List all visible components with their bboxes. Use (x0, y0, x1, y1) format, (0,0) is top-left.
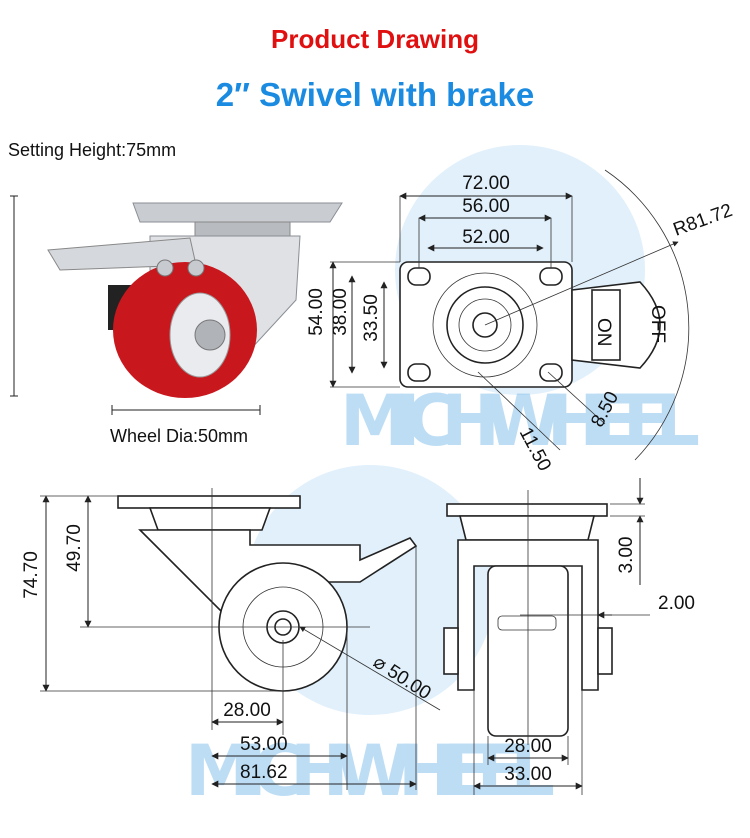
brake-off-label: OFF (647, 305, 668, 343)
dim-hole-spacing-outer: 56.00 (462, 196, 510, 217)
product-subtitle: 2″ Swivel with brake (215, 76, 535, 113)
dim-total-height: 74.70 (21, 551, 42, 599)
dim-wheel-width: 28.00 (504, 736, 552, 757)
dim-hole-spacing-inner: 52.00 (462, 227, 510, 248)
dim-length-b: 81.62 (240, 762, 288, 783)
dim-plate-thickness: 3.00 (616, 537, 637, 574)
front-view: 3.00 2.00 28.00 33.00 (443, 478, 695, 795)
dim-gap: 2.00 (658, 593, 695, 614)
dim-hole-spacing-y-inner: 33.50 (361, 294, 382, 342)
watermark-top: MICHWHEEL (340, 380, 700, 462)
setting-height-label: Setting Height:75mm (8, 140, 177, 160)
dim-plate-length: 54.00 (306, 288, 327, 336)
dim-hole-spacing-y-outer: 38.00 (330, 288, 351, 336)
dim-length-a: 53.00 (240, 734, 288, 755)
dim-plate-width: 72.00 (462, 173, 510, 194)
caster-photo (10, 195, 343, 415)
page-title: Product Drawing (270, 24, 479, 54)
dim-axle-height: 49.70 (64, 524, 85, 572)
watermark-logos: MICHWHEEL MICHWHEEL (185, 145, 700, 812)
watermark-bottom: MICHWHEEL (185, 730, 555, 812)
top-view: ON OFF 72.00 56.00 52.00 R81.72 54.00 38… (306, 169, 736, 475)
brake-on-label: ON (593, 318, 614, 347)
dim-fork-width: 33.00 (504, 764, 552, 785)
wheel-diameter-label: Wheel Dia:50mm (110, 426, 249, 446)
dim-swivel-radius: R81.72 (671, 200, 736, 241)
dim-offset: 28.00 (223, 700, 271, 721)
